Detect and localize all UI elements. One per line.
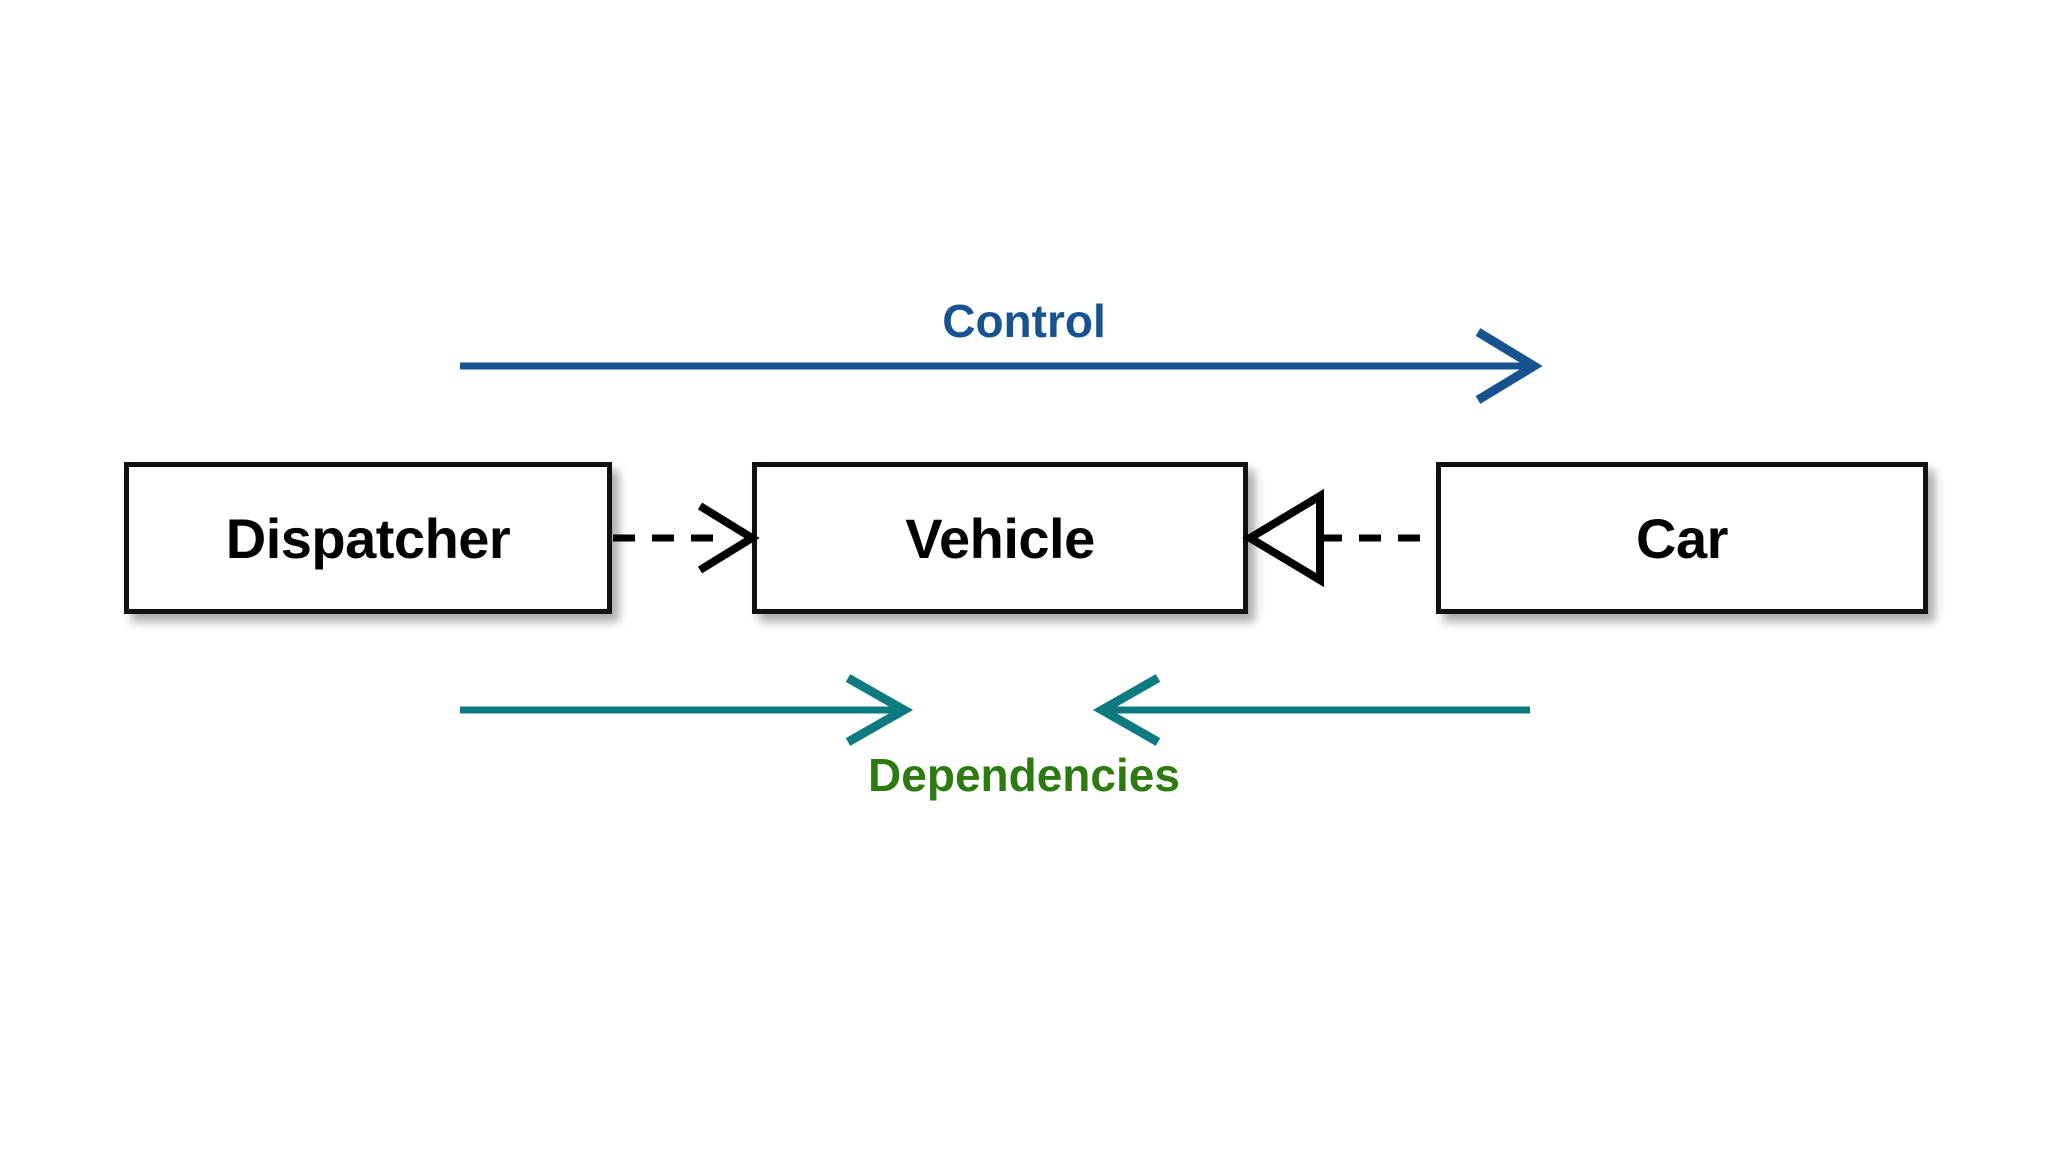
control-arrow — [460, 328, 1543, 404]
uml-class-box-vehicle[interactable]: Vehicle — [752, 462, 1248, 614]
control-label: Control — [942, 295, 1106, 347]
uml-class-box-dispatcher[interactable]: Dispatcher — [124, 462, 612, 614]
uml-class-label-dispatcher: Dispatcher — [225, 506, 511, 570]
dependencies-label: Dependencies — [868, 749, 1180, 801]
dependency-arrow-right — [1092, 674, 1530, 746]
uml-class-label-car: Car — [1636, 506, 1728, 570]
uml-class-box-car[interactable]: Car — [1436, 462, 1928, 614]
dependency-arrow-left — [460, 674, 914, 746]
uml-class-label-vehicle: Vehicle — [905, 506, 1095, 570]
